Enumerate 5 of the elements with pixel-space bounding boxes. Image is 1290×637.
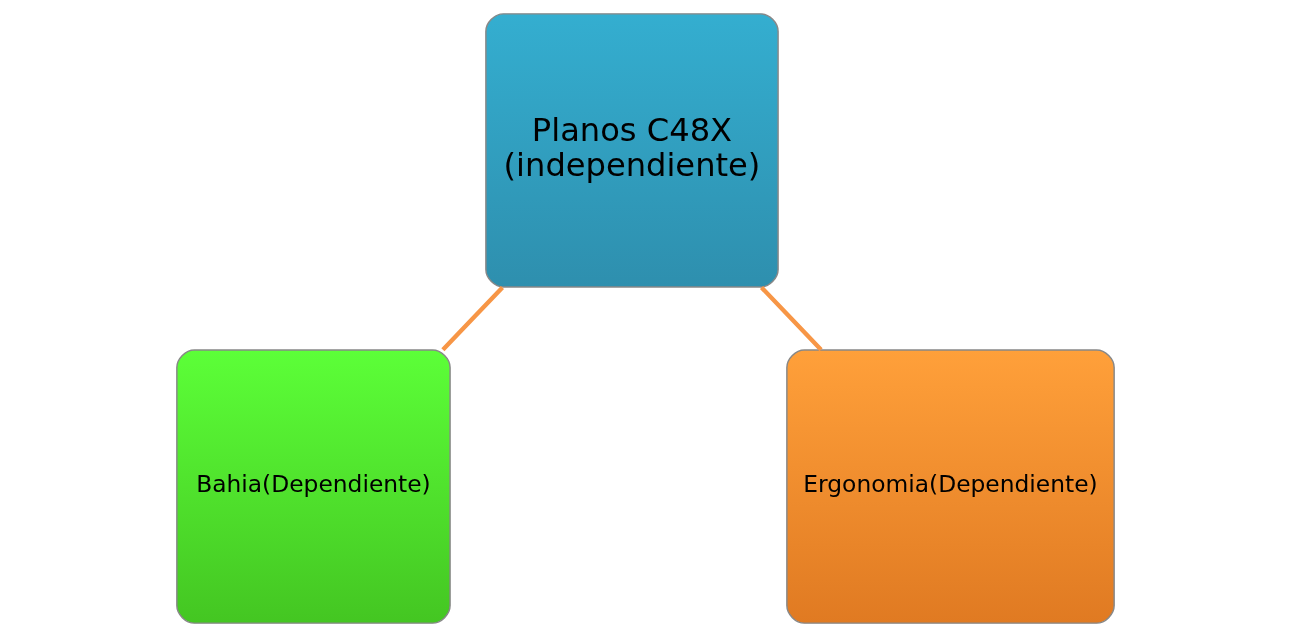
connector <box>440 285 504 352</box>
node-box: Bahia(Dependiente) <box>175 349 451 624</box>
node-box: Planos C48X (independiente) <box>484 13 779 288</box>
connector <box>759 285 823 352</box>
node-box: Ergonomia(Dependiente) <box>785 349 1115 624</box>
